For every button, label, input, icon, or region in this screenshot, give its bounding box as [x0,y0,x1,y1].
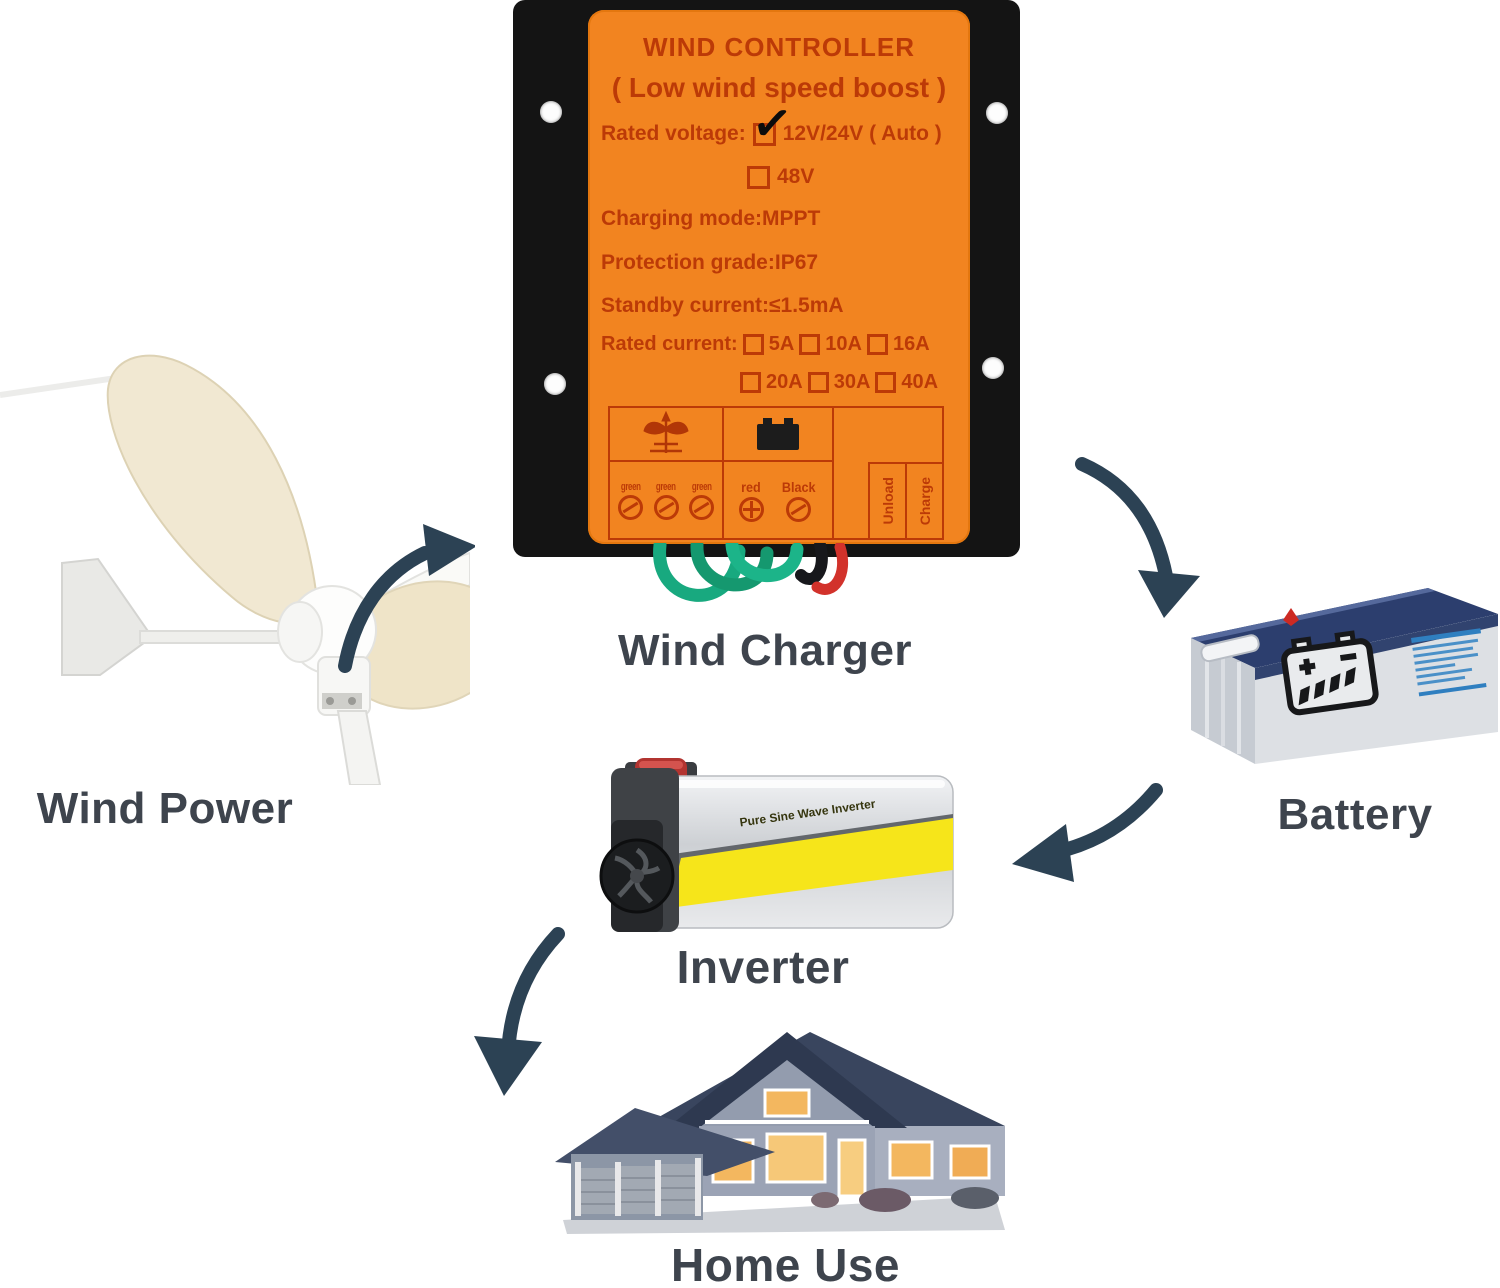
arrow-inverter-to-house [474,927,565,1096]
screw-terminal-icon [785,496,811,522]
battery-caption: Battery [1277,790,1433,839]
protection-grade-text: Protection grade:IP67 [601,251,819,274]
current-10a-label: 10A [825,333,862,355]
voltage-option-1: 12V/24V ( Auto ) [782,122,942,145]
wind-turbine-icon [610,408,722,462]
battery-terminals: red Black [724,462,832,538]
terminal-label: green [620,480,641,493]
terminal-label: red [741,478,762,495]
screw-terminal-icon [653,494,679,520]
home-use-caption: Home Use [671,1239,900,1288]
standby-current-text: Standby current:≤1.5mA [601,294,844,317]
current-40a-checkbox [875,372,897,393]
arrow-charger-to-battery [1075,457,1200,618]
wind-charger-caption: Wind Charger [617,626,913,675]
controller-title: WIND CONTROLLER [642,32,916,62]
rated-current-label: Rated current: [601,333,738,355]
voltage-option-2: 48V [777,165,815,188]
mounting-hole [986,102,1008,124]
wind-turbine-photo [0,354,470,785]
unload-label: Unload [879,477,896,525]
wind-power-caption: Wind Power [36,784,294,833]
house-photo [555,1032,1005,1234]
controller-wires [653,543,849,602]
charging-mode-text: Charging mode:MPPT [601,207,821,230]
turbine-terminals: green green green [610,462,722,538]
current-16a-checkbox [866,334,888,355]
charge-cell: Charge [905,462,942,538]
battery-icon [724,408,832,462]
mounting-hole [540,101,562,123]
current-5a-label: 5A [768,333,795,355]
charge-label: Charge [916,476,933,526]
arrow-wind-to-charger [338,524,475,673]
screw-terminal-icon [688,494,714,520]
arrow-battery-to-inverter [1012,783,1163,882]
current-5a-checkbox [742,334,764,355]
voltage-12v24v-checkbox: ✓ [749,96,795,153]
inverter-caption: Inverter [676,941,850,993]
current-20a-label: 20A [766,371,803,393]
battery-photo [1191,588,1498,764]
voltage-48v-checkbox [747,165,770,189]
rated-voltage-label: Rated voltage: [601,122,746,145]
terminal-label: green [691,480,712,493]
terminal-label: Black [781,478,816,495]
current-10a-checkbox [799,334,821,355]
current-30a-checkbox [807,372,829,393]
screw-terminal-icon [738,496,764,522]
current-20a-checkbox [740,372,761,393]
controller-spec-label: WIND CONTROLLER ( Low wind speed boost )… [588,10,970,544]
screw-terminal-icon [618,494,644,520]
inverter-photo [599,758,954,932]
controller-subtitle: ( Low wind speed boost ) [611,72,947,103]
mounting-hole [982,357,1004,379]
unload-cell: Unload [868,462,905,538]
terminal-table: green green green [608,406,944,540]
current-40a-label: 40A [901,371,939,393]
terminal-label: green [656,480,676,493]
current-16a-label: 16A [892,333,930,355]
current-30a-label: 30A [833,371,871,393]
checkmark-icon: ✓ [748,95,795,153]
mounting-hole [544,373,566,395]
